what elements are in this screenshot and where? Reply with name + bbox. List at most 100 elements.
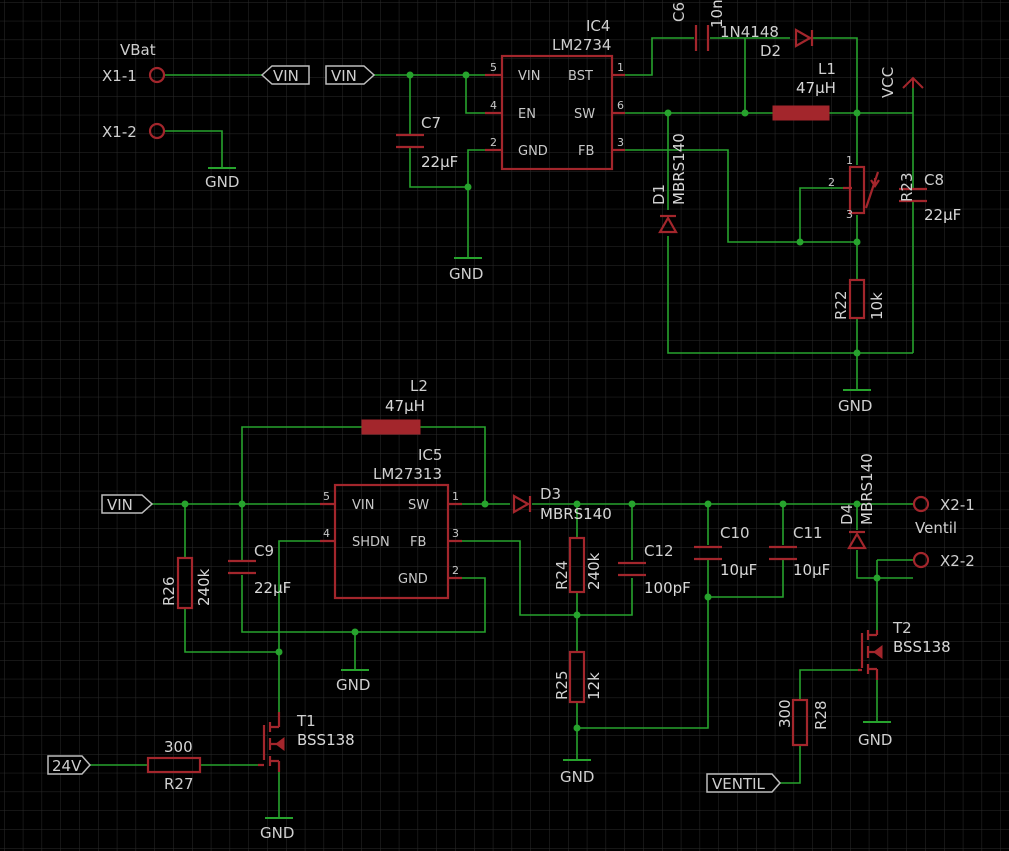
r24: R24 240k <box>553 536 603 594</box>
svg-text:LM27313: LM27313 <box>373 465 442 483</box>
svg-text:C9: C9 <box>254 542 274 560</box>
svg-text:C8: C8 <box>924 171 944 189</box>
svg-text:C6: C6 <box>670 2 688 22</box>
svg-text:T1: T1 <box>296 712 316 730</box>
svg-text:3: 3 <box>452 527 459 540</box>
x2-2-label: X2-2 <box>940 552 975 570</box>
svg-text:R28: R28 <box>812 700 830 730</box>
r22: R22 10k <box>832 278 886 320</box>
svg-text:D4: D4 <box>838 504 856 525</box>
svg-text:4: 4 <box>323 527 330 540</box>
svg-text:1: 1 <box>846 154 853 167</box>
svg-text:R24: R24 <box>553 560 571 590</box>
svg-text:BSS138: BSS138 <box>893 638 951 656</box>
svg-text:D1: D1 <box>650 184 668 205</box>
c11: C11 10µF <box>769 524 830 579</box>
svg-text:100pF: 100pF <box>644 579 691 597</box>
svg-text:FB: FB <box>410 535 426 550</box>
d2: 1N4148 D2 <box>720 23 814 60</box>
svg-text:L2: L2 <box>410 377 428 395</box>
svg-text:VIN: VIN <box>518 69 540 84</box>
t1: T1 BSS138 <box>258 712 355 772</box>
gnd-label-5: GND <box>260 824 294 842</box>
gnd-label-2: GND <box>449 265 483 283</box>
c8: C8 22µF <box>899 171 961 224</box>
svg-text:4: 4 <box>490 99 497 112</box>
svg-text:10µF: 10µF <box>793 561 830 579</box>
svg-text:MBRS140: MBRS140 <box>670 133 688 205</box>
c12: C12 100pF <box>618 542 691 597</box>
svg-text:VENTIL: VENTIL <box>712 775 766 793</box>
ground-symbols <box>208 167 891 819</box>
r28: 300 R28 <box>776 698 830 747</box>
gnd-label-4: GND <box>336 676 370 694</box>
x1-2-label: X1-2 <box>102 123 137 141</box>
svg-text:47µH: 47µH <box>796 79 836 97</box>
svg-text:240k: 240k <box>585 552 603 590</box>
svg-text:300: 300 <box>164 738 193 756</box>
svg-text:22µF: 22µF <box>421 153 458 171</box>
svg-text:L1: L1 <box>818 60 836 78</box>
c6: C6 10n <box>670 0 726 51</box>
svg-text:MBRS140: MBRS140 <box>540 505 612 523</box>
svg-text:IC4: IC4 <box>586 17 610 35</box>
vin-tag-1: VIN <box>260 65 310 85</box>
svg-text:R25: R25 <box>553 670 571 700</box>
svg-text:1N4148: 1N4148 <box>720 23 779 41</box>
svg-text:3: 3 <box>617 136 624 149</box>
d4: D4 MBRS140 <box>838 453 876 550</box>
x2-1-label: X2-1 <box>940 496 975 514</box>
svg-text:10n: 10n <box>708 0 726 28</box>
svg-text:10k: 10k <box>868 292 886 320</box>
svg-text:1: 1 <box>617 61 624 74</box>
svg-text:LM2734: LM2734 <box>552 36 611 54</box>
svg-text:10µF: 10µF <box>720 561 757 579</box>
d1: D1 MBRS140 <box>650 133 688 234</box>
svg-text:C12: C12 <box>644 542 674 560</box>
svg-text:22µF: 22µF <box>924 206 961 224</box>
svg-text:BST: BST <box>568 69 593 84</box>
connector-x1: VBat X1-1 X1-2 <box>102 41 166 141</box>
vbat-label: VBat <box>120 41 156 59</box>
gnd-label-6: GND <box>560 768 594 786</box>
l1: L1 47µH <box>772 60 836 121</box>
r26: R26 240k <box>160 556 213 610</box>
c9: C9 22µF <box>228 542 291 597</box>
svg-text:VIN: VIN <box>107 496 133 514</box>
svg-text:D3: D3 <box>540 485 561 503</box>
ventil-label: Ventil <box>915 519 957 537</box>
svg-text:5: 5 <box>323 490 330 503</box>
r25: R25 12k <box>553 650 603 704</box>
svg-text:R23: R23 <box>898 172 916 202</box>
svg-text:FB: FB <box>578 144 594 159</box>
svg-text:R26: R26 <box>160 576 178 606</box>
gnd-label-7: GND <box>858 731 892 749</box>
svg-text:SW: SW <box>408 498 429 513</box>
svg-text:5: 5 <box>490 61 497 74</box>
r23-trimmer: 1 2 3 R23 <box>828 154 916 221</box>
vin-tag-3: VIN <box>101 494 154 514</box>
gnd-label-3: GND <box>838 397 872 415</box>
svg-text:VIN: VIN <box>331 67 357 85</box>
svg-text:6: 6 <box>617 99 624 112</box>
svg-text:2: 2 <box>490 136 497 149</box>
svg-text:24V: 24V <box>52 757 82 775</box>
d3: D3 MBRS140 <box>512 485 612 523</box>
vcc-supply: VCC <box>879 67 924 98</box>
svg-text:2: 2 <box>828 176 835 189</box>
vin-tag-2: VIN <box>325 65 376 85</box>
svg-text:C11: C11 <box>793 524 823 542</box>
svg-text:12k: 12k <box>585 672 603 700</box>
c7: C7 22µF <box>396 114 458 171</box>
junctions <box>181 71 881 732</box>
svg-text:22µF: 22µF <box>254 579 291 597</box>
svg-text:VIN: VIN <box>273 67 299 85</box>
svg-text:3: 3 <box>846 208 853 221</box>
wires <box>90 37 914 818</box>
svg-text:R27: R27 <box>164 775 194 793</box>
svg-text:R22: R22 <box>832 290 850 320</box>
svg-text:C10: C10 <box>720 524 750 542</box>
svg-text:IC5: IC5 <box>418 446 442 464</box>
t2: T2 BSS138 <box>858 619 951 680</box>
